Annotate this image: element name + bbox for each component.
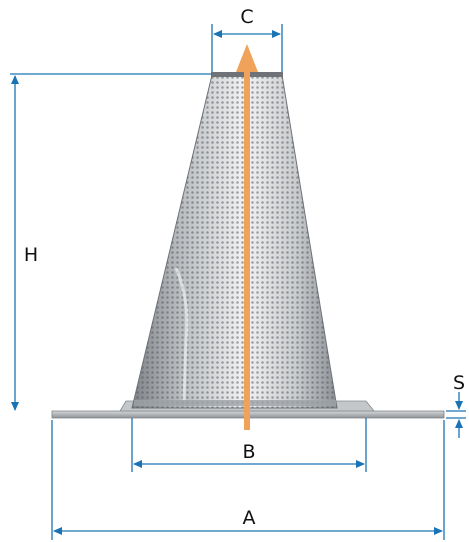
label-a: A (243, 507, 256, 529)
label-h: H (24, 244, 38, 266)
dimension-lines (10, 24, 466, 540)
flow-arrow-icon (236, 44, 258, 430)
base-band (134, 400, 336, 406)
label-c: C (240, 6, 253, 28)
label-s: S (453, 372, 465, 394)
label-b: B (242, 441, 255, 463)
